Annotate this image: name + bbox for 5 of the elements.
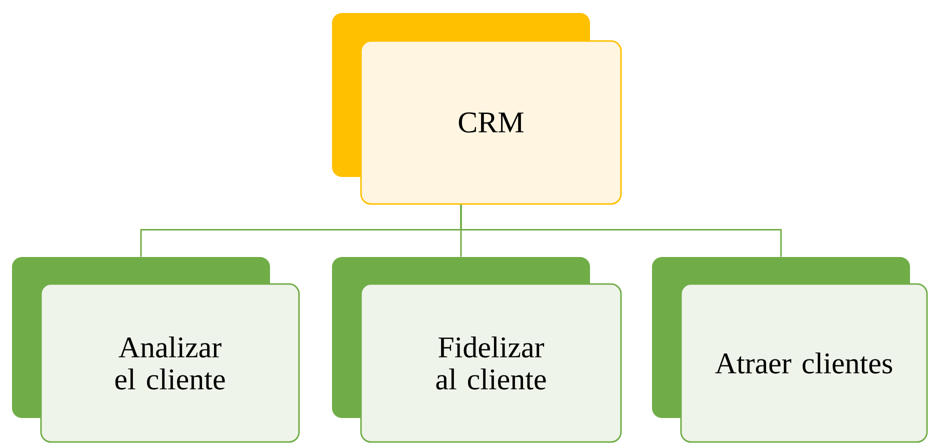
connector-line: [460, 204, 782, 257]
process-box: CRM: [332, 13, 622, 205]
process-box: Analizar el cliente: [12, 257, 300, 443]
process-box: Fidelizar al cliente: [332, 257, 622, 443]
process-box: Atraer clientes: [652, 257, 928, 443]
